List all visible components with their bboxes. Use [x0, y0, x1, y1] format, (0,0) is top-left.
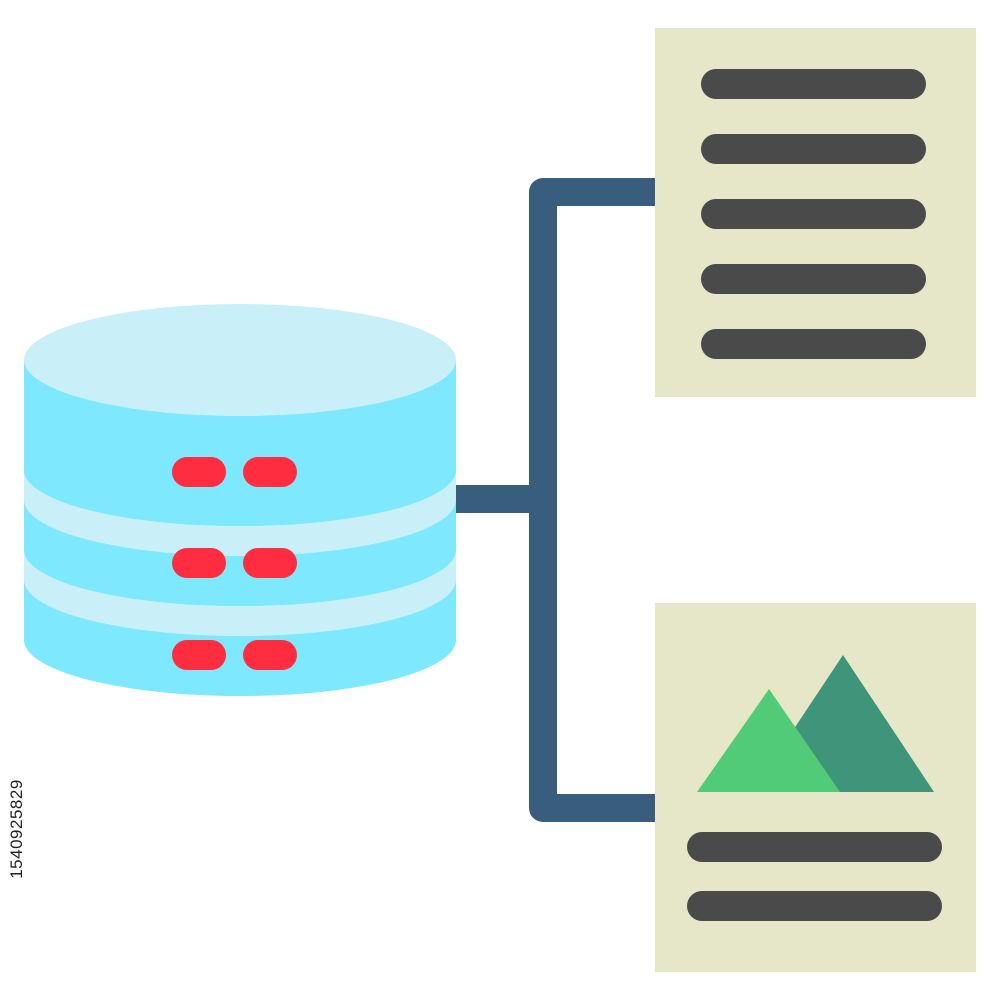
led-top-right	[243, 457, 297, 487]
mountain-front	[697, 689, 840, 792]
text-document-lines	[701, 69, 926, 359]
stock-image-id-text: 1540925829	[7, 779, 27, 879]
database-leds	[172, 457, 297, 670]
led-top-left	[172, 457, 226, 487]
connector-upper	[529, 178, 656, 822]
connector-lines	[448, 178, 656, 822]
database-band-lower	[24, 550, 456, 636]
led-bottom-right	[243, 640, 297, 670]
stock-image-id: 1540925829	[6, 754, 28, 904]
database-icon	[24, 304, 456, 696]
image-document-icon	[655, 603, 976, 972]
database-band-upper	[24, 470, 456, 556]
database-top-cap	[24, 304, 456, 416]
mountain-image-icon	[697, 655, 934, 792]
led-middle-left	[172, 548, 226, 578]
led-middle-right	[243, 548, 297, 578]
image-document-lines	[687, 832, 942, 921]
led-bottom-left	[172, 640, 226, 670]
text-document-icon	[655, 28, 976, 397]
